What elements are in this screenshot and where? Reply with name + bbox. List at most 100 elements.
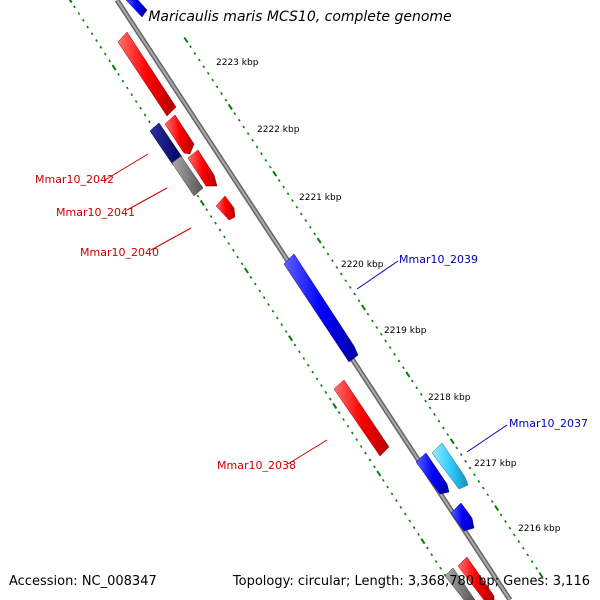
tick-label-2217: 2217 kbp — [474, 459, 517, 469]
gene-label-2040[interactable]: Mmar10_2040 — [80, 246, 159, 259]
tick-mark-minor — [373, 465, 376, 469]
tick-mark-minor — [249, 275, 253, 279]
tick-mark-minor — [331, 259, 334, 263]
tick-mark-minor — [291, 199, 294, 202]
gene-feature-bottom-gray[interactable] — [444, 567, 476, 600]
tick-track-right — [183, 36, 544, 579]
gene-feature-blue-small[interactable] — [415, 452, 450, 495]
tick-mark-major — [183, 36, 189, 44]
gene-feature-2041[interactable] — [171, 155, 204, 197]
tick-mark-minor — [375, 326, 379, 330]
tick-mark-minor — [433, 413, 436, 416]
tick-mark-minor — [388, 346, 392, 350]
tick-mark-minor — [504, 520, 507, 523]
gene-feature-2038[interactable] — [333, 379, 390, 457]
tick-mark-minor — [121, 79, 125, 83]
gene-label-2042[interactable]: Mmar10_2042 — [35, 173, 114, 186]
tick-mark-minor — [298, 350, 301, 354]
tick-mark-minor — [117, 72, 120, 76]
tick-mark-minor — [415, 386, 419, 390]
tick-mark-minor — [81, 18, 85, 22]
tick-mark-minor — [430, 553, 434, 557]
gene-feature-2037[interactable] — [431, 442, 469, 490]
tick-mark-minor — [302, 357, 306, 360]
tick-mark-minor — [477, 479, 481, 483]
gene-label-2039[interactable]: Mmar10_2039 — [399, 253, 478, 266]
tick-label-2219: 2219 kbp — [384, 326, 427, 336]
gene-feature-2043[interactable] — [117, 31, 177, 117]
tick-mark-minor — [410, 379, 414, 383]
tick-mark-minor — [446, 433, 450, 437]
tick-mark-minor — [242, 125, 246, 129]
tick-mark-major — [316, 237, 322, 244]
tick-mark-minor — [282, 185, 285, 189]
gene-label-2041[interactable]: Mmar10_2041 — [56, 206, 135, 219]
tick-mark-minor — [99, 45, 103, 49]
tick-mark-minor — [393, 352, 396, 356]
tick-mark-minor — [437, 419, 441, 423]
tick-mark-minor — [189, 45, 192, 49]
tick-mark-minor — [351, 431, 354, 435]
gene-feature-2039[interactable] — [283, 253, 359, 363]
tick-mark-minor — [126, 86, 129, 90]
tick-mark-minor — [311, 370, 314, 374]
tick-mark-minor — [236, 255, 239, 259]
tick-mark-minor — [276, 316, 279, 320]
tick-mark-minor — [267, 302, 270, 306]
tick-mark-minor — [328, 397, 332, 401]
tick-mark-minor — [381, 478, 385, 482]
tick-mark-minor — [209, 215, 213, 218]
tick-mark-major — [288, 335, 294, 342]
tick-mark-major — [243, 267, 249, 274]
tick-mark-minor — [473, 473, 476, 477]
tick-mark-minor — [499, 513, 503, 517]
leader-2038 — [287, 439, 328, 465]
gene-labels: Mmar10_2042 Mmar10_2041 Mmar10_2040 Mmar… — [35, 173, 588, 472]
tick-mark-minor — [218, 228, 222, 232]
tick-mark-minor — [399, 505, 403, 509]
tick-mark-minor — [73, 5, 76, 9]
tick-mark-minor — [397, 359, 401, 363]
tick-mark-minor — [260, 152, 263, 156]
leader-2039 — [356, 260, 399, 290]
gene-feature-bottom-red[interactable] — [457, 556, 495, 600]
tick-mark-minor — [220, 92, 223, 95]
tick-mark-minor — [295, 205, 299, 209]
tick-mark-minor — [214, 221, 217, 225]
gene-feature-2042[interactable] — [149, 122, 183, 166]
tick-mark-minor — [357, 299, 361, 303]
tick-mark-minor — [240, 262, 244, 266]
tick-mark-minor — [517, 540, 521, 544]
tick-mark-minor — [227, 242, 231, 245]
tick-mark-minor — [490, 499, 494, 503]
tick-mark-minor — [379, 332, 383, 336]
tick-mark-minor — [308, 225, 312, 229]
gene-label-2037[interactable]: Mmar10_2037 — [509, 417, 588, 430]
gene-feature-top[interactable] — [125, 0, 148, 18]
tick-mark-minor — [417, 532, 420, 536]
tick-mark-minor — [368, 458, 372, 462]
gene-feature-upper[interactable] — [164, 114, 195, 155]
tick-mark-minor — [193, 51, 197, 55]
tick-mark-minor — [339, 272, 343, 276]
tick-mark-minor — [353, 292, 356, 296]
tick-mark-minor — [108, 59, 112, 63]
tick-mark-minor — [262, 296, 266, 300]
tick-mark-minor — [322, 245, 325, 249]
gene-feature-2040[interactable] — [215, 195, 236, 221]
gene-feature-2041-red[interactable] — [187, 149, 218, 187]
tick-mark-minor — [481, 486, 485, 490]
topology-text: Topology: circular; Length: 3,368,780 bp… — [232, 574, 590, 589]
tick-mark-major — [272, 170, 278, 177]
tick-label-2218: 2218 kbp — [428, 393, 471, 403]
gene-label-2038[interactable]: Mmar10_2038 — [217, 459, 296, 472]
tick-mark-minor — [86, 25, 89, 29]
tick-mark-major — [199, 199, 205, 207]
tick-label-2223: 2223 kbp — [216, 58, 259, 68]
tick-mark-minor — [277, 178, 281, 182]
tick-mark-minor — [335, 265, 339, 269]
tick-mark-minor — [324, 390, 328, 394]
tick-mark-minor — [264, 158, 268, 162]
tick-labels: 2223 kbp 2222 kbp 2221 kbp 2220 kbp 2219… — [216, 58, 561, 534]
gene-feature-bottom[interactable] — [450, 502, 475, 532]
